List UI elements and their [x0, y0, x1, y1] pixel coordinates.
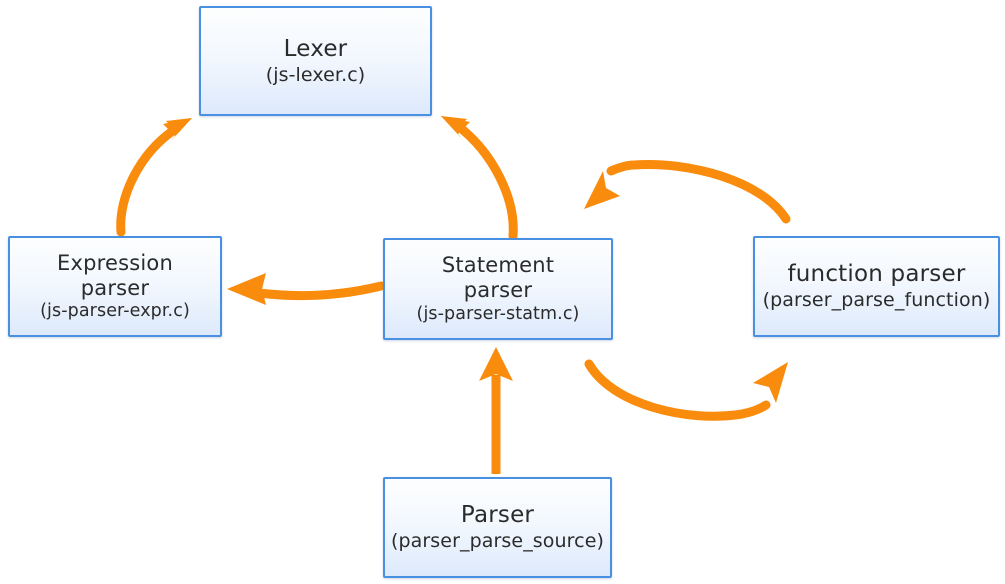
edge-statement-parser-to-lexer — [441, 116, 518, 241]
node-statement-parser-title: Statement parser — [441, 253, 555, 303]
node-lexer[interactable]: Lexer (js-lexer.c) — [199, 6, 432, 116]
node-expression-parser-subtitle: (js-parser-expr.c) — [40, 301, 190, 322]
node-function-parser-subtitle: (parser_parse_function) — [762, 289, 991, 312]
node-statement-parser-subtitle: (js-parser-statm.c) — [416, 303, 580, 324]
node-statement-parser[interactable]: Statement parser (js-parser-statm.c) — [383, 238, 613, 340]
node-function-parser[interactable]: function parser (parser_parse_function) — [753, 236, 1000, 337]
node-lexer-title: Lexer — [283, 35, 348, 62]
node-parser-subtitle: (parser_parse_source) — [390, 530, 605, 553]
node-parser[interactable]: Parser (parser_parse_source) — [383, 477, 612, 578]
edge-statement-parser-to-function-parser — [584, 359, 788, 421]
edge-function-parser-to-statement-parser — [584, 160, 791, 224]
edge-expression-parser-to-lexer — [116, 118, 192, 237]
edge-statement-parser-to-expression-parser — [227, 273, 386, 305]
node-parser-title: Parser — [460, 502, 535, 529]
edge-parser-to-statement-parser — [479, 347, 513, 474]
node-function-parser-title: function parser — [787, 261, 966, 288]
node-expression-parser-title: Expression parser — [57, 250, 173, 300]
node-lexer-subtitle: (js-lexer.c) — [265, 63, 366, 86]
node-expression-parser[interactable]: Expression parser (js-parser-expr.c) — [8, 236, 222, 337]
